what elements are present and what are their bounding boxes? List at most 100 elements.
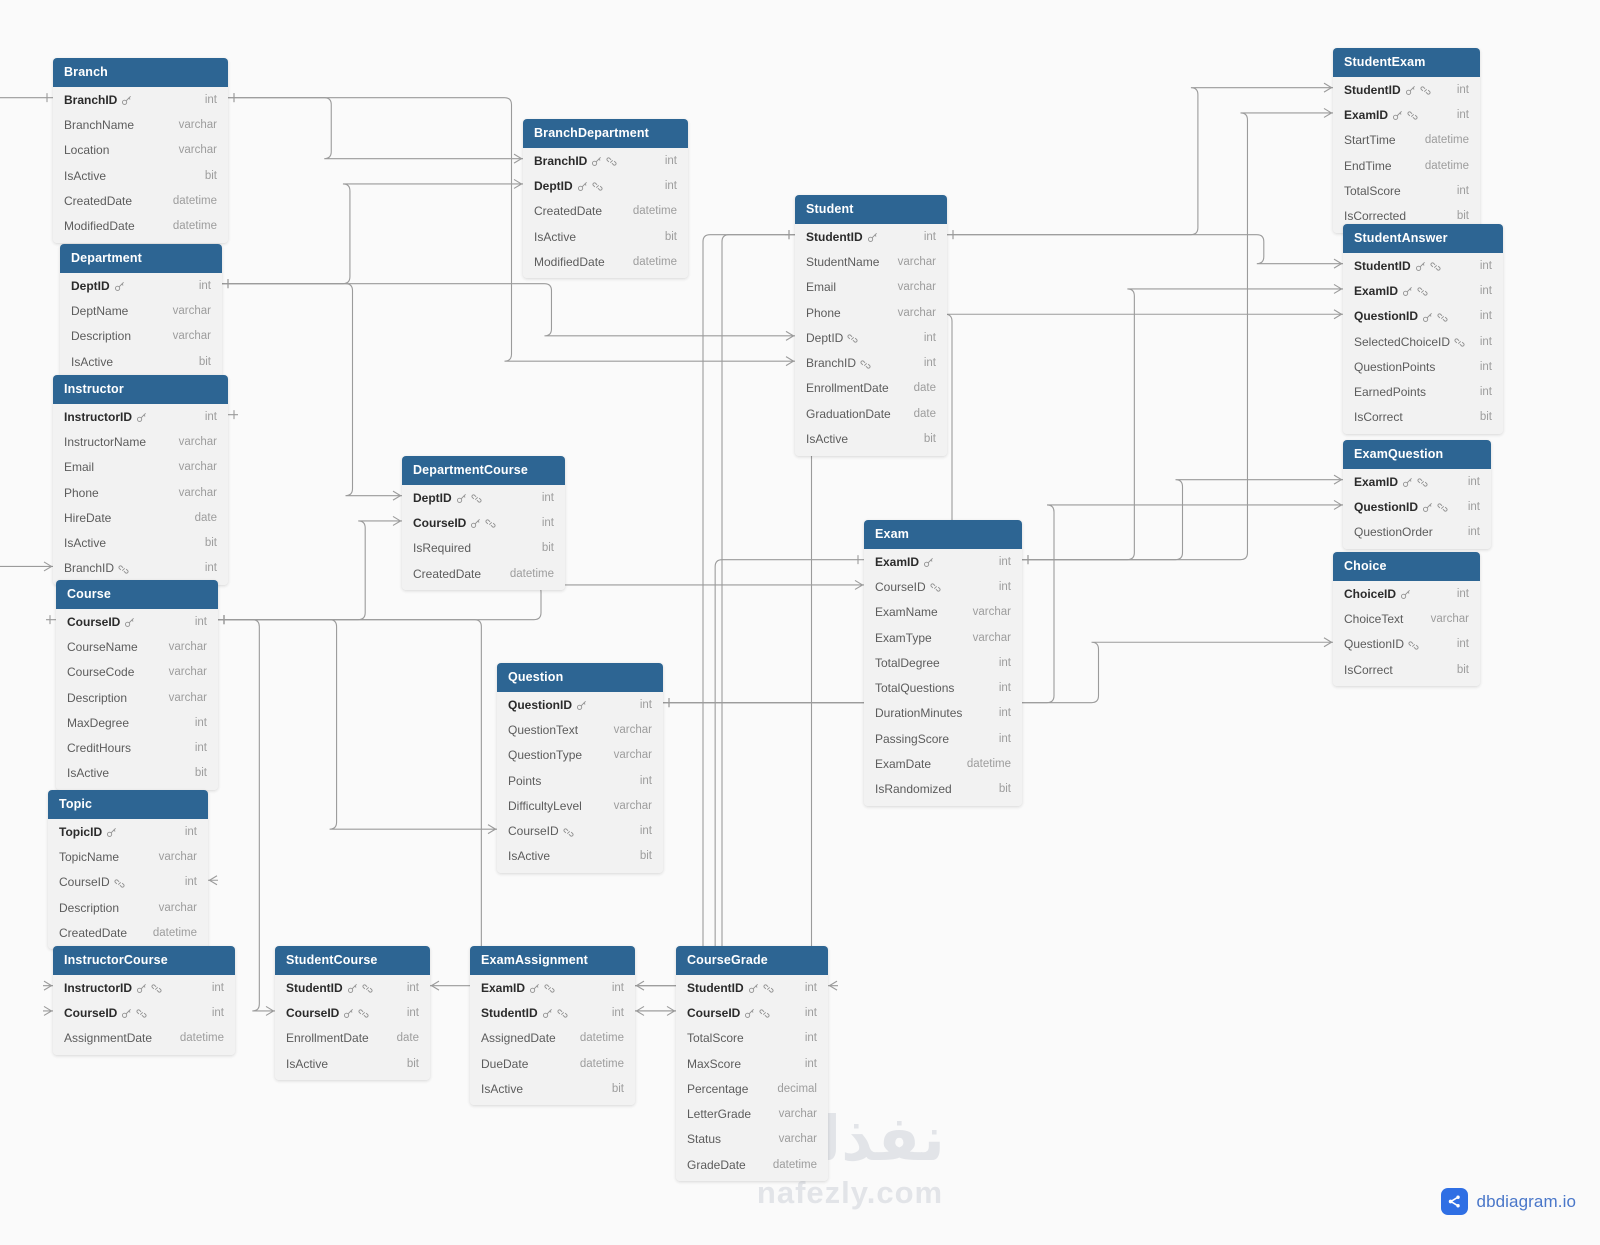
table-header[interactable]: ExamAssignment <box>470 946 635 975</box>
table-header[interactable]: Student <box>795 195 947 224</box>
table-header[interactable]: CourseGrade <box>676 946 828 975</box>
table-header[interactable]: StudentAnswer <box>1343 224 1503 253</box>
table-header[interactable]: StudentCourse <box>275 946 430 975</box>
table-header[interactable]: Department <box>60 244 222 273</box>
table-header[interactable]: Branch <box>53 58 228 87</box>
table-header[interactable]: Topic <box>48 790 208 819</box>
table-header[interactable]: InstructorCourse <box>53 946 235 975</box>
table-header[interactable]: Course <box>56 580 218 609</box>
dbdiagram-brand[interactable]: dbdiagram.io <box>1440 1188 1576 1215</box>
table-header[interactable]: StudentExam <box>1333 48 1480 77</box>
table-header[interactable]: Instructor <box>53 375 228 404</box>
